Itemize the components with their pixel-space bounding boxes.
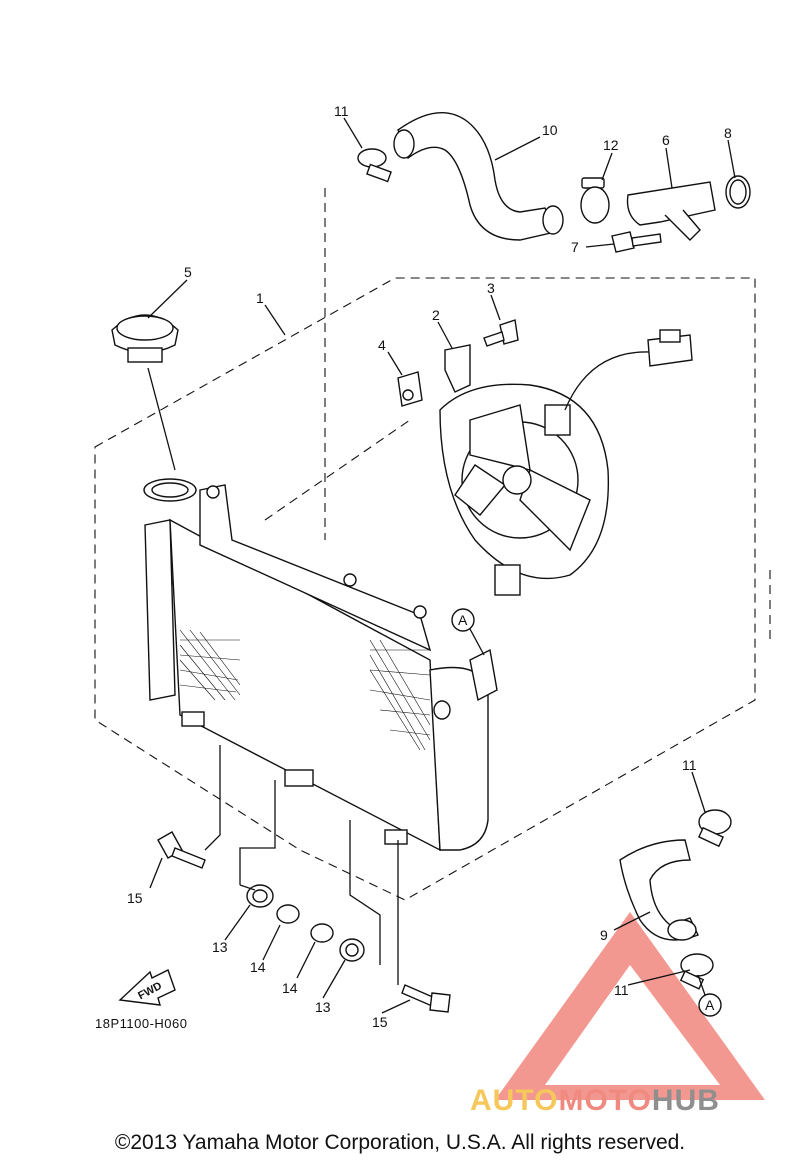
hose-clamp-part	[357, 148, 392, 183]
hose-clamp-lower-part	[697, 809, 732, 848]
callout-10: 10	[542, 122, 558, 138]
collar-14-left-part	[276, 904, 300, 924]
callout-12: 12	[603, 137, 619, 153]
nut-4-part	[397, 371, 423, 407]
clamp-12-part	[580, 177, 610, 224]
assembly-dashed-outline	[94, 188, 771, 901]
collar-14-right-part	[310, 923, 334, 943]
callout-14: 14	[282, 980, 298, 996]
callout-11: 11	[682, 757, 697, 773]
reference-label-a: A	[705, 997, 715, 1013]
callout-6: 6	[662, 132, 670, 148]
brand-part-moto: MOTO	[558, 1084, 652, 1117]
reference-marker-a-upper: A	[451, 608, 485, 656]
bolt-15-lower-part	[401, 984, 451, 1013]
callout-2: 2	[432, 307, 440, 323]
callout-7: 7	[571, 239, 579, 255]
upper-hose-part	[393, 112, 564, 241]
callout-leader-lines	[147, 117, 736, 1014]
reference-label-a: A	[458, 612, 468, 628]
grommet-13-right-part	[339, 938, 365, 962]
radiator-core-part	[143, 478, 498, 852]
grommet-13-left-part	[246, 884, 274, 908]
o-ring-8-part	[725, 175, 751, 209]
diagram-code: 18P1100-H060	[95, 1016, 188, 1031]
radiator-mesh-pattern	[179, 629, 431, 751]
forward-arrow-icon: FWD	[118, 969, 176, 1006]
bracket-2-part	[444, 344, 471, 393]
watermark-brand: AUTOMOTOHUB	[470, 1084, 720, 1118]
fan-motor-assembly-part	[439, 329, 693, 596]
callout-numbers: 11 10 12 6 8 7 5 1 3 2 4 11 15 13 14 14 …	[127, 103, 732, 1030]
callout-15: 15	[372, 1014, 388, 1030]
callout-13: 13	[212, 939, 228, 955]
callout-8: 8	[724, 125, 732, 141]
callout-13: 13	[315, 999, 331, 1015]
callout-4: 4	[378, 337, 386, 353]
bolt-15-upper-part	[157, 831, 206, 869]
radiator-cap-part	[111, 314, 179, 471]
callout-1: 1	[256, 290, 264, 306]
watermark-logo-icon	[495, 912, 765, 1100]
lower-hose-part	[619, 839, 699, 941]
fitting-6-part	[626, 181, 716, 241]
mounting-guide-lines	[204, 745, 399, 985]
callout-11: 11	[614, 982, 629, 998]
brand-part-auto: AUTO	[470, 1084, 559, 1117]
callout-14: 14	[250, 959, 266, 975]
bolt-7-part	[611, 231, 662, 253]
callout-9: 9	[600, 927, 608, 943]
reference-marker-a-lower: A	[697, 974, 722, 1017]
callout-11: 11	[334, 103, 349, 119]
callout-3: 3	[487, 280, 495, 296]
bolt-3-part	[483, 319, 519, 347]
callout-15: 15	[127, 890, 143, 906]
brand-part-hub: HUB	[651, 1084, 720, 1117]
callout-5: 5	[184, 264, 192, 280]
copyright-notice: ©2013 Yamaha Motor Corporation, U.S.A. A…	[114, 1131, 686, 1154]
